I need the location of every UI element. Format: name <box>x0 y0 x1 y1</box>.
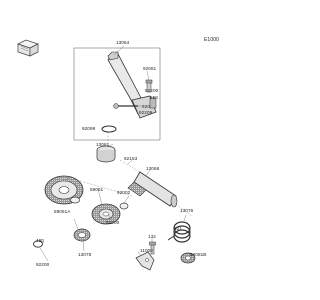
washer-left <box>70 196 80 204</box>
exploded-view-drawing <box>17 39 196 271</box>
kick-pedal-lever <box>107 51 157 119</box>
callout-c4: 550 <box>150 95 158 100</box>
callout-c19: 132 <box>148 234 156 239</box>
pin-bolt <box>149 241 156 255</box>
kick-gear <box>91 203 121 225</box>
callout-c7: 92099 <box>82 126 96 131</box>
callout-c1: 13064 <box>116 40 130 45</box>
callout-c2: 92081 <box>143 66 157 71</box>
callout-c11: 59051 <box>90 187 104 192</box>
ratchet <box>73 228 91 242</box>
pinch-bolt <box>113 103 138 109</box>
callout-c3: 92200 <box>145 88 159 93</box>
callout-c13: 59051A <box>54 209 71 214</box>
callout-c9: 92153 <box>124 156 138 161</box>
guide-plate <box>135 251 155 271</box>
upper-group-outline <box>73 47 161 141</box>
bolt-part <box>145 79 153 93</box>
callout-c8: 13081 <box>96 142 110 147</box>
callout-c17: 92081B <box>190 252 207 257</box>
callout-c6: 920 <box>142 104 150 109</box>
callout-c12: 92002 <box>117 190 131 195</box>
callout-c5: 92209 <box>139 110 153 115</box>
parts-diagram: E1000 13064 92081 92200 550 92209 920 92… <box>17 37 219 271</box>
callout-c14: 92200 <box>106 220 120 225</box>
manual-book-icon <box>17 39 39 57</box>
callout-c16: 921 <box>174 226 182 231</box>
spring-holder <box>180 252 196 264</box>
o-ring <box>101 125 117 133</box>
page-number: E1000 <box>204 37 219 43</box>
callout-c18: 11008 <box>140 248 153 253</box>
return-spring <box>167 221 191 243</box>
callout-c22: 13078 <box>78 252 92 257</box>
callout-c21: 92200 <box>36 262 50 267</box>
kick-shaft <box>127 171 178 208</box>
circlip <box>33 240 43 248</box>
leader-lines <box>39 45 195 262</box>
callout-c15: 13076 <box>180 208 194 213</box>
callout-c10: 13068 <box>146 166 160 171</box>
collar <box>119 202 129 210</box>
spline-boss <box>96 145 116 163</box>
callout-c20: 480 <box>36 238 44 243</box>
